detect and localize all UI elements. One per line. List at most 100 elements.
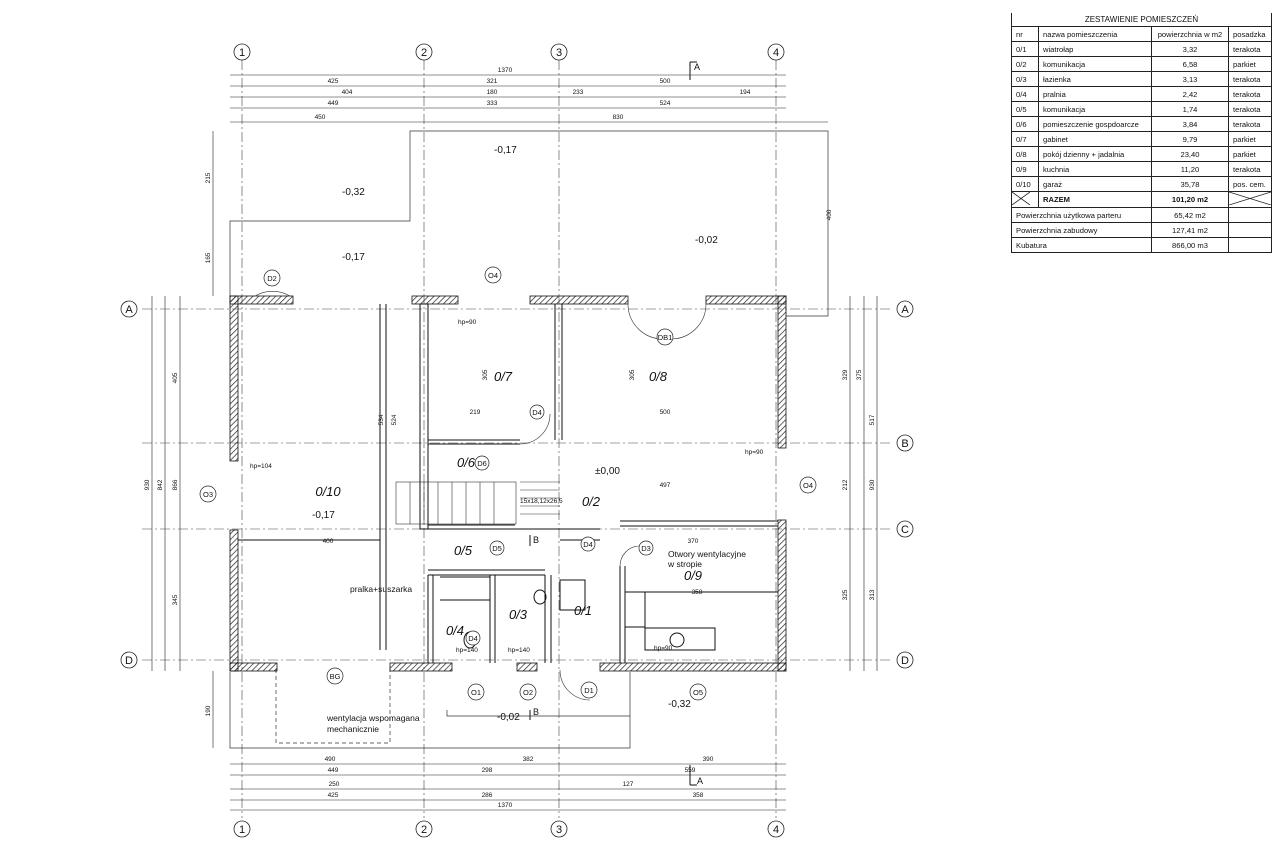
room-0-8: 0/8: [649, 369, 668, 384]
cell-floor: terakota: [1228, 116, 1272, 132]
interior-walls: [238, 303, 778, 663]
header-area: powierzchnia w m2: [1151, 26, 1229, 42]
room-0-9: 0/9: [684, 568, 702, 583]
axis-A-left: A: [125, 304, 133, 316]
axis-labels: 1 2 3 4 1 2 3 4 A A B C D D: [125, 47, 909, 836]
cell-nr: 0/9: [1011, 161, 1039, 177]
tag-D4-b: D4: [583, 540, 593, 549]
tag-O2: O2: [523, 688, 533, 697]
dim-top-h: 449: [328, 100, 339, 107]
tag-O4-right: O4: [803, 481, 813, 490]
section-a-bottom: A: [697, 776, 703, 786]
tag-DB1: DB1: [658, 333, 673, 342]
cell-nr: 0/2: [1011, 56, 1039, 72]
dim-inner-305a: 305: [482, 369, 489, 380]
cell-area: 1,74: [1151, 101, 1229, 117]
summary-empty: [1228, 237, 1272, 253]
stairs-label: 15x18,12x26,5: [520, 498, 563, 505]
axis-2-bottom: 2: [421, 824, 427, 836]
dim-top-c: 500: [660, 78, 671, 85]
dim-terrace-190: 190: [205, 705, 212, 716]
dim-right-930: 930: [869, 479, 876, 490]
cell-name: garaż: [1038, 176, 1152, 192]
dim-inner-219: 219: [470, 409, 481, 416]
cell-name: pomieszczenie gospdoarcze: [1038, 116, 1152, 132]
header-floor: posadzka: [1228, 26, 1272, 42]
dim-top-overall: 1370: [498, 67, 513, 74]
section-b-top: B: [533, 535, 539, 545]
sill-height-6: hp=90: [654, 645, 673, 652]
schedule-title: ZESTAWIENIE POMIESZCZEŃ: [1011, 13, 1272, 27]
sill-height-4: hp=140: [456, 647, 478, 654]
dim-top-f: 233: [573, 89, 584, 96]
level-mark-3: -0,17: [342, 252, 365, 263]
dim-right-329: 329: [842, 369, 849, 380]
level-mark-1: -0,17: [494, 145, 517, 156]
level-mark-8: -0,32: [668, 699, 691, 710]
tag-O4-top: O4: [488, 271, 498, 280]
dim-right-313: 313: [869, 589, 876, 600]
dim-bot-f: 559: [685, 767, 696, 774]
dim-top-e: 180: [487, 89, 498, 96]
dim-left-842: 842: [157, 479, 164, 490]
summary-label: Powierzchnia użytkowa parteru: [1011, 207, 1152, 223]
room-0-3: 0/3: [509, 607, 528, 622]
axis-3-top: 3: [556, 47, 562, 59]
total-label: RAZEM: [1038, 191, 1152, 208]
cell-area: 11,20: [1151, 161, 1229, 177]
tag-O1: O1: [471, 688, 481, 697]
dim-left-930: 930: [144, 479, 151, 490]
sill-height-2: hp=90: [745, 449, 764, 456]
cell-nr: 0/8: [1011, 146, 1039, 162]
dimension-lines: [151, 74, 878, 811]
axis-1-bottom: 1: [239, 824, 245, 836]
terrace-outline: [229, 130, 829, 749]
cell-name: wiatrołap: [1038, 41, 1152, 57]
tag-O5: O5: [693, 688, 703, 697]
dim-top-b: 321: [487, 78, 498, 85]
cell-nr: 0/5: [1011, 101, 1039, 117]
exterior-walls: [229, 295, 787, 672]
dim-right-325: 325: [842, 589, 849, 600]
dim-right-375: 375: [856, 369, 863, 380]
level-mark-7: -0,02: [497, 712, 520, 723]
axis-A-right: A: [901, 304, 909, 316]
dim-top-d: 404: [342, 89, 353, 96]
dim-bot-d: 449: [328, 767, 339, 774]
total-cross-icon: [1011, 191, 1039, 208]
cell-area: 2,42: [1151, 86, 1229, 102]
tag-D6: D6: [477, 459, 487, 468]
axis-D-left: D: [125, 655, 133, 667]
room-0-5: 0/5: [454, 543, 473, 558]
dim-terrace-165: 165: [205, 252, 212, 263]
total-area: 101,20 m2: [1151, 191, 1229, 208]
summary-label: Powierzchnia zabudowy: [1011, 222, 1152, 238]
schedule-header: nr nazwa pomieszczenia powierzchnia w m2…: [1011, 26, 1272, 42]
cell-area: 23,40: [1151, 146, 1229, 162]
mech-vent-label-2: mechanicznie: [327, 724, 379, 734]
dim-bot-i: 425: [328, 792, 339, 799]
cell-floor: parkiet: [1228, 131, 1272, 147]
dim-bot-overall: 1370: [498, 802, 513, 809]
dim-bot-b: 382: [523, 756, 534, 763]
room-0-7: 0/7: [494, 369, 513, 384]
sill-height-5: hp=140: [508, 647, 530, 654]
cell-name: gabinet: [1038, 131, 1152, 147]
annotations: pralka+suszarka Otwory wentylacyjne w st…: [250, 319, 764, 734]
dim-bot-g: 250: [329, 781, 340, 788]
total-floor-cross-icon: [1228, 191, 1272, 208]
dim-bot-a: 490: [325, 756, 336, 763]
dim-left-345: 345: [172, 594, 179, 605]
cell-floor: terakota: [1228, 86, 1272, 102]
dim-terrace-215: 215: [205, 172, 212, 183]
dim-left-866: 866: [172, 479, 179, 490]
section-a-top: A: [694, 62, 700, 72]
